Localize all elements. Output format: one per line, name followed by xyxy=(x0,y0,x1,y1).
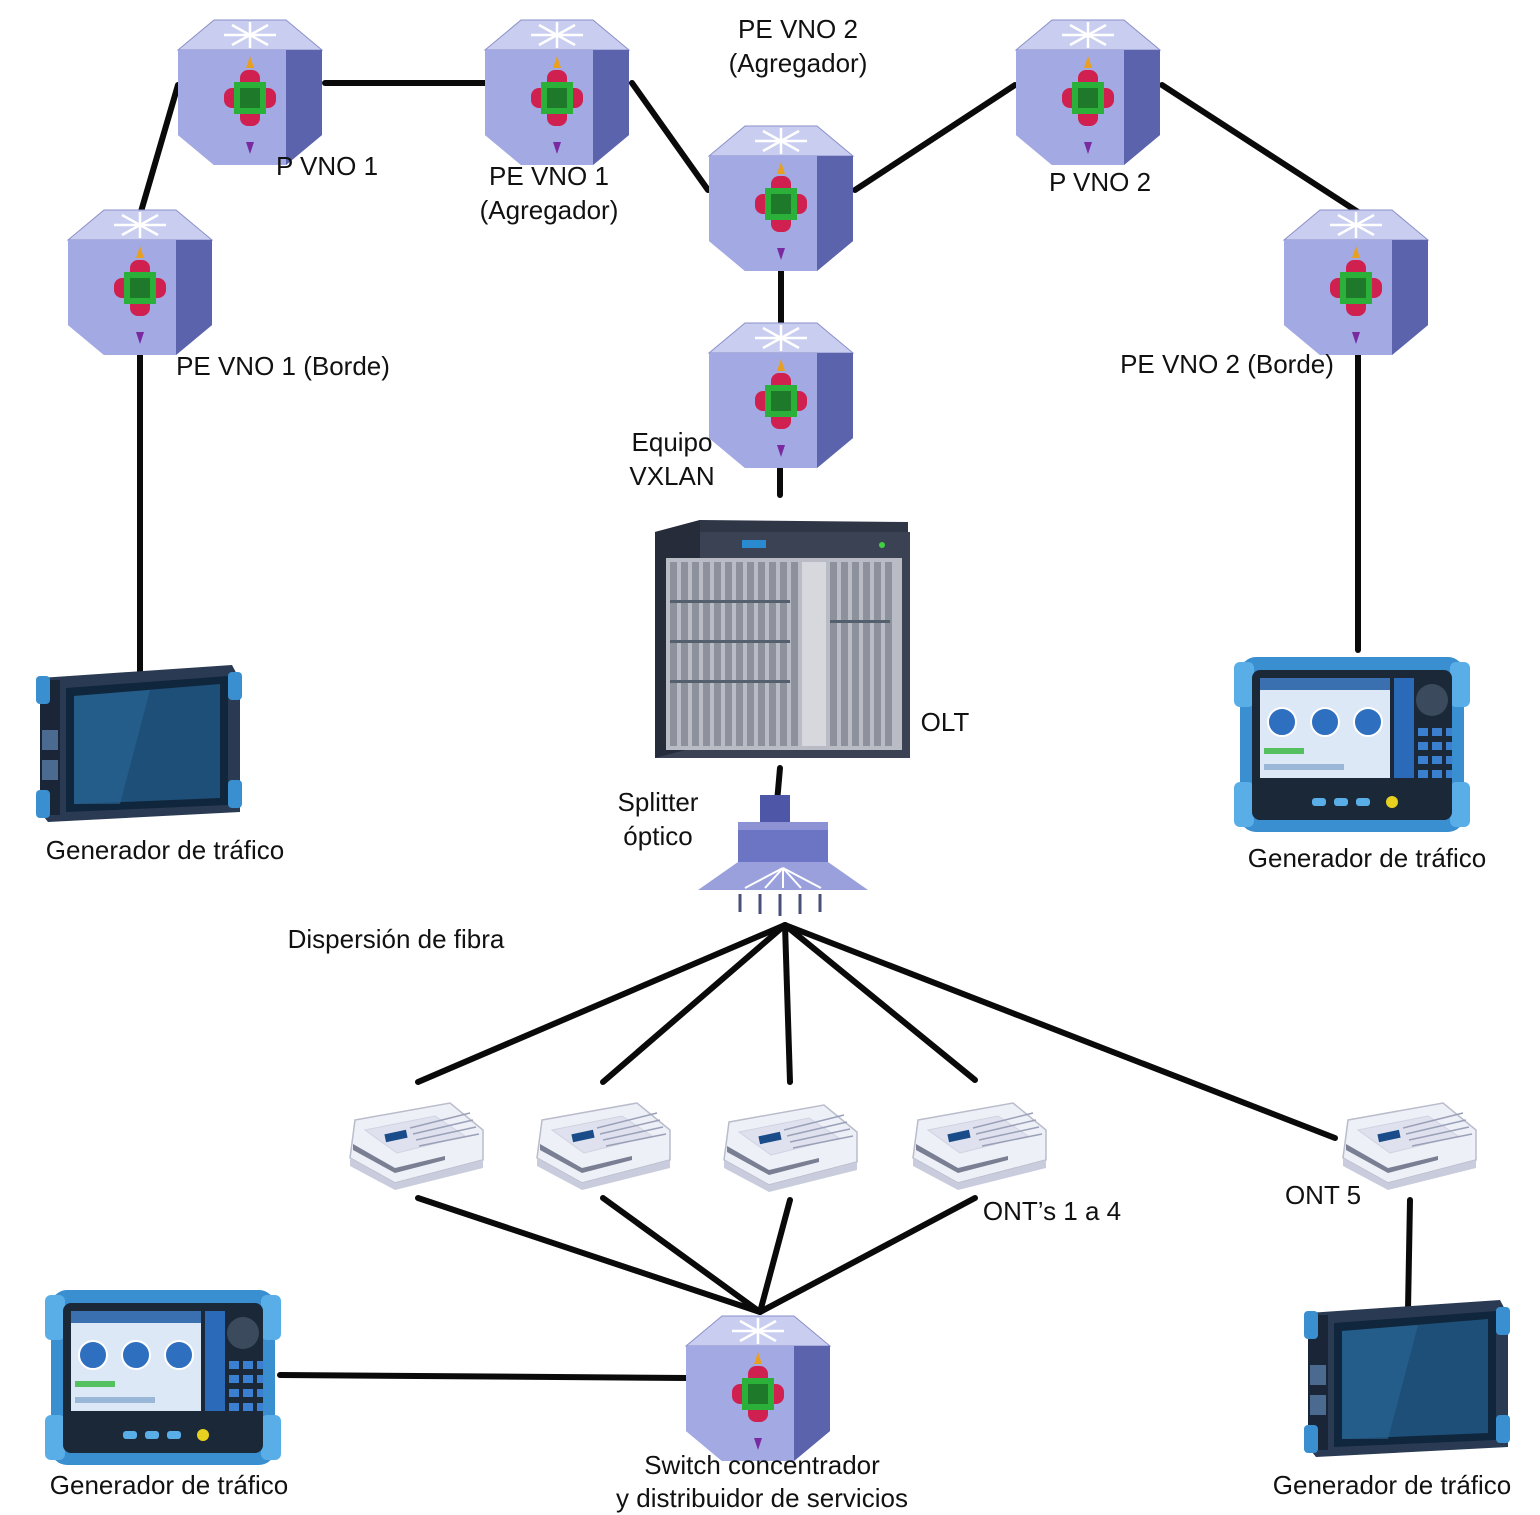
router-icon-pe-vno2-agg xyxy=(707,124,855,273)
label-olt: OLT xyxy=(921,707,970,737)
label-vxlan-line1: Equipo xyxy=(632,427,713,457)
link-ont5-gen xyxy=(1405,1197,1413,1313)
label-switch-line1: Switch concentrador xyxy=(644,1450,880,1480)
router-icon-pe-vno1-agg xyxy=(483,18,631,167)
link-splitter-ont3 xyxy=(782,922,793,1085)
link-ont1-switch xyxy=(415,1195,763,1315)
link-splitter-ont1 xyxy=(415,922,788,1085)
label-onts-1-4: ONT’s 1 a 4 xyxy=(983,1196,1121,1226)
ont-2-icon xyxy=(536,1102,671,1191)
router-icon-switch xyxy=(684,1314,832,1463)
label-generator-bottom-right: Generador de tráfico xyxy=(1273,1470,1511,1500)
link-ont2-switch xyxy=(600,1195,763,1315)
label-generator-right: Generador de tráfico xyxy=(1248,843,1486,873)
link-pvno1agg-pvno2agg xyxy=(629,80,711,193)
label-pe-vno2-agg-line2: (Agregador) xyxy=(729,48,868,78)
link-switch-gen xyxy=(277,1372,691,1381)
label-splitter-line2: óptico xyxy=(623,821,692,851)
label-ont-5: ONT 5 xyxy=(1285,1180,1361,1210)
link-splitter-ont5 xyxy=(782,922,1338,1141)
traffic-generator-left-icon xyxy=(36,665,242,822)
link-pvno2-pvno2edge xyxy=(1159,82,1361,215)
label-switch-line2: y distribuidor de servicios xyxy=(616,1483,908,1513)
router-icon-p-vno1 xyxy=(176,18,324,167)
label-pe-vno2-edge: PE VNO 2 (Borde) xyxy=(1120,349,1334,379)
label-fiber-dispersion: Dispersión de fibra xyxy=(288,924,505,954)
label-p-vno2: P VNO 2 xyxy=(1049,167,1151,197)
label-generator-bottom-left: Generador de tráfico xyxy=(50,1470,288,1500)
traffic-generator-bottom-right-icon xyxy=(1304,1300,1510,1457)
ont-3-icon xyxy=(723,1104,858,1193)
optical-splitter-icon xyxy=(698,795,868,916)
traffic-generator-bottom-left-icon xyxy=(44,1289,282,1466)
label-generator-left: Generador de tráfico xyxy=(46,835,284,865)
ont-1-icon xyxy=(349,1102,484,1191)
link-pvno1-pvno1edge xyxy=(137,82,181,218)
label-p-vno1: P VNO 1 xyxy=(276,151,378,181)
ont-4-icon xyxy=(912,1102,1047,1191)
link-splitter-ont2 xyxy=(600,922,788,1085)
label-splitter-line1: Splitter xyxy=(618,787,699,817)
link-ont4-switch xyxy=(757,1195,978,1315)
router-icon-pe-vno1-edge xyxy=(66,208,214,357)
ont-5-icon xyxy=(1342,1102,1477,1191)
label-pe-vno1-agg-line2: (Agregador) xyxy=(480,195,619,225)
label-vxlan-line2: VXLAN xyxy=(629,461,714,491)
label-pe-vno1-edge: PE VNO 1 (Borde) xyxy=(176,351,390,381)
router-icon-vxlan xyxy=(707,321,855,470)
router-icon-p-vno2 xyxy=(1014,18,1162,167)
link-splitter-ont4 xyxy=(782,922,978,1083)
traffic-generator-right-icon xyxy=(1233,656,1471,833)
label-pe-vno1-agg-line1: PE VNO 1 xyxy=(489,161,609,191)
link-ont3-switch xyxy=(757,1197,793,1315)
label-pe-vno2-agg-line1: PE VNO 2 xyxy=(738,14,858,44)
link-pvno2agg-pvno2 xyxy=(852,82,1018,193)
olt-chassis-icon xyxy=(655,520,910,758)
router-icon-pe-vno2-edge xyxy=(1282,208,1430,357)
